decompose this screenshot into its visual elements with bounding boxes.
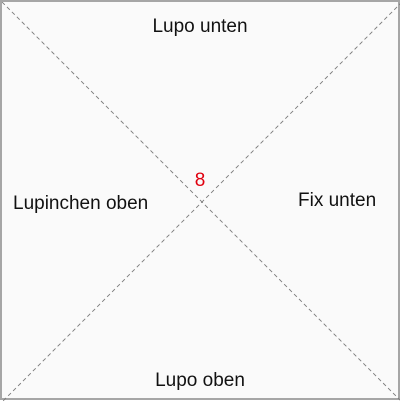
center-number: 8	[194, 170, 206, 191]
bottom-label: Lupo oben	[155, 370, 245, 391]
top-label: Lupo unten	[152, 16, 248, 37]
right-label: Fix unten	[298, 190, 377, 211]
left-label: Lupinchen oben	[13, 193, 149, 214]
